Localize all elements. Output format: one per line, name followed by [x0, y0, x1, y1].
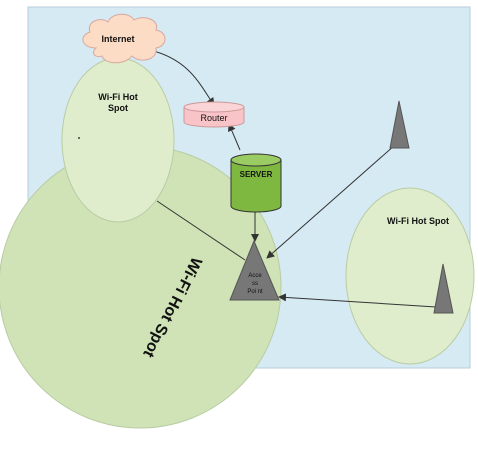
access-point-label-line-3: Poi nt: [247, 289, 263, 295]
access-point-label-line-2: ss: [252, 281, 258, 287]
tower-right-accesspoint-connector: [278, 293, 437, 308]
tower-right-icon: [433, 263, 454, 314]
top-left-hotspot-label-line-1: Wi-Fi Hot: [98, 92, 137, 102]
tower-top-accesspoint-connector: [266, 144, 396, 259]
router-label: Router: [200, 113, 227, 123]
stray-dot: [78, 137, 80, 139]
server-router-connector: [228, 123, 241, 151]
tower-top-right-icon: [389, 100, 410, 149]
router-node: Router: [183, 101, 245, 128]
server-label: SERVER: [240, 170, 273, 179]
hotspot-accesspoint-connector: [156, 200, 246, 261]
top-left-hotspot-label-line-2: Spot: [108, 103, 128, 113]
right-hotspot-label: Wi-Fi Hot Spot: [387, 216, 449, 226]
internet-label: Internet: [101, 34, 134, 44]
access-point-node: Acce ss Poi nt: [229, 239, 280, 301]
access-point-label-line-1: Acce: [248, 273, 262, 279]
server-node: SERVER: [230, 153, 282, 213]
right-hotspot-circle: [345, 187, 475, 365]
internet-router-connector: [149, 49, 215, 106]
top-left-hotspot-circle: [61, 57, 175, 223]
internet-cloud: Internet: [82, 13, 166, 64]
